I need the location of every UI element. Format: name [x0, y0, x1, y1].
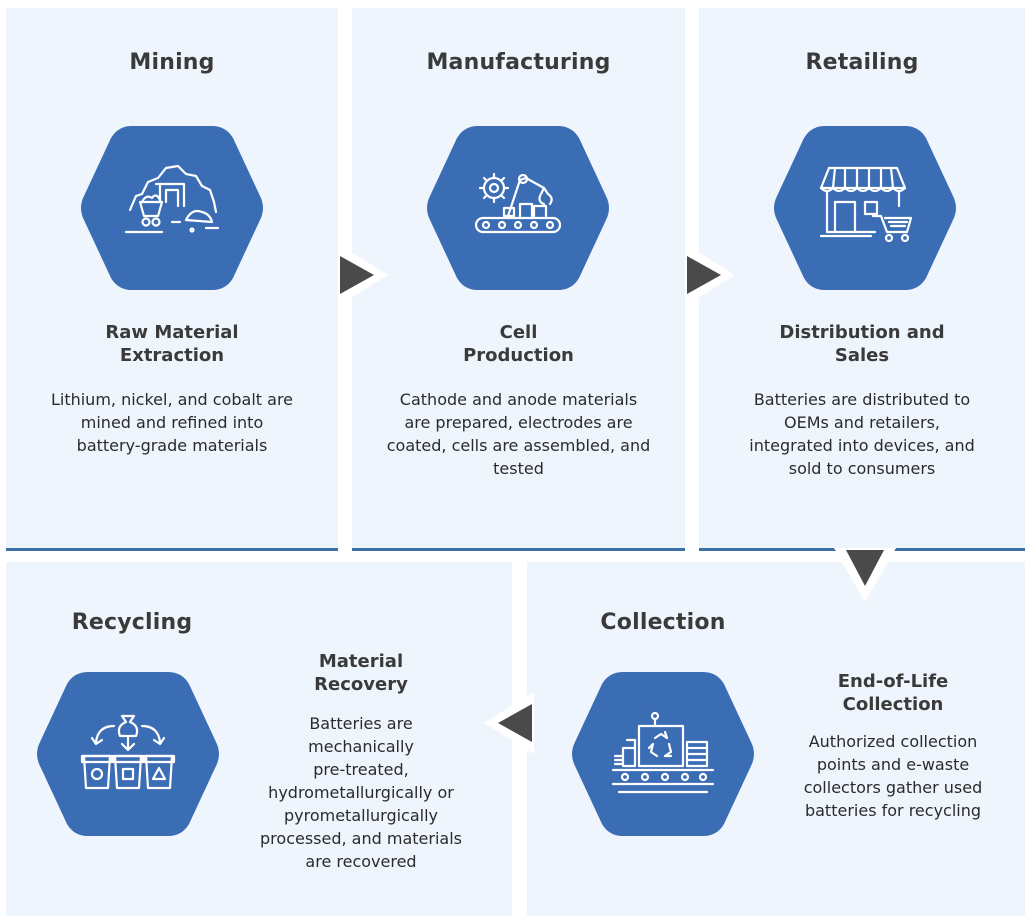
- description-line: tested: [493, 459, 544, 478]
- description-line: are prepared, electrodes are: [404, 413, 633, 432]
- description-line: Lithium, nickel, and cobalt are: [50, 390, 294, 409]
- description-line: pre-treated,: [313, 760, 409, 779]
- manufacturing-hexagon: [426, 116, 610, 300]
- description-line: batteries for recycling: [804, 801, 982, 820]
- stage-title: Recycling: [71, 610, 193, 635]
- stage-title: Retailing: [805, 50, 919, 75]
- description-line: coated, cells are assembled, and: [386, 436, 651, 455]
- stage-subtitle: Material Recovery: [256, 650, 466, 696]
- description-line: Authorized collection: [808, 732, 978, 751]
- description-line: integrated into devices, and: [749, 436, 975, 455]
- subtitle-line: Production: [463, 345, 574, 366]
- description-line: battery-grade materials: [76, 436, 268, 455]
- stage-title: Manufacturing: [426, 50, 611, 75]
- description-line: mechanically: [308, 737, 414, 756]
- subtitle-line: Material: [318, 651, 404, 672]
- description-line: pyrometallurgically: [283, 806, 439, 825]
- stage-description: Authorized collection points and e-waste…: [783, 730, 1003, 822]
- description-line: Batteries are distributed to: [753, 390, 971, 409]
- retailing-hexagon: [773, 116, 957, 300]
- retailing-panel: Retailing Distribution and Sales Batteri…: [699, 8, 1025, 551]
- stage-subtitle: Cell Production: [352, 321, 685, 367]
- subtitle-line: Distribution and: [779, 322, 945, 343]
- description-line: are recovered: [305, 852, 417, 871]
- description-line: sold to consumers: [788, 459, 936, 478]
- manufacturing-panel: Manufacturing Cell Production Cathode an…: [352, 8, 685, 551]
- arrow-right-icon: [338, 244, 388, 306]
- collection-hexagon: [571, 662, 755, 846]
- stage-subtitle: Raw Material Extraction: [6, 321, 338, 367]
- description-line: collectors gather used: [803, 778, 983, 797]
- subtitle-line: Cell: [499, 322, 538, 343]
- storefront-cart-icon: [819, 166, 913, 243]
- mining-panel: Mining Raw Material Extraction Lithium, …: [6, 8, 338, 551]
- subtitle-line: End-of-Life: [837, 671, 949, 692]
- description-line: hydrometallurgically or: [268, 783, 454, 802]
- arrow-left-icon: [484, 692, 534, 754]
- stage-description: Batteries are distributed to OEMs and re…: [699, 388, 1025, 480]
- description-line: Cathode and anode materials: [399, 390, 638, 409]
- description-line: OEMs and retailers,: [784, 413, 940, 432]
- description-line: mined and refined into: [80, 413, 264, 432]
- description-line: processed, and materials: [260, 829, 462, 848]
- stage-subtitle: Distribution and Sales: [699, 321, 1025, 367]
- subtitle-line: Recovery: [314, 674, 408, 695]
- subtitle-line: Collection: [842, 694, 944, 715]
- mine-icon: [124, 164, 220, 234]
- stage-description: Cathode and anode materials are prepared…: [352, 388, 685, 480]
- sorting-bins-icon: [80, 714, 176, 790]
- subtitle-line: Raw Material: [105, 322, 239, 343]
- stage-title: Mining: [129, 50, 215, 75]
- stage-description: Lithium, nickel, and cobalt are mined an…: [6, 388, 338, 457]
- mining-hexagon: [80, 116, 264, 300]
- description-line: Batteries are: [309, 714, 413, 733]
- subtitle-line: Extraction: [119, 345, 225, 366]
- arrow-right-icon: [685, 244, 735, 306]
- collection-panel: Collection End-of-Life Collection: [527, 562, 1025, 916]
- robot-arm-conveyor-icon: [474, 172, 562, 234]
- recycling-panel: Recycling Material Recovery Batteries ar…: [6, 562, 512, 916]
- stage-description: Batteries are mechanically pre-treated, …: [246, 712, 476, 873]
- stage-title: Collection: [600, 610, 726, 635]
- stage-subtitle: End-of-Life Collection: [783, 670, 1003, 716]
- description-line: points and e-waste: [816, 755, 970, 774]
- arrow-down-icon: [834, 548, 896, 602]
- recycling-conveyor-icon: [611, 711, 715, 794]
- recycling-hexagon: [36, 662, 220, 846]
- subtitle-line: Sales: [834, 345, 890, 366]
